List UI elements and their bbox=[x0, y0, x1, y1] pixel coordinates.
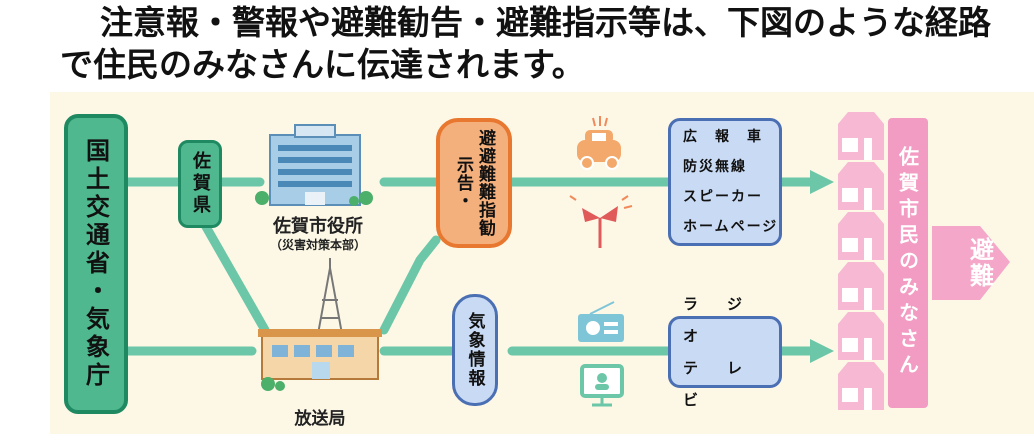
weather-info-box: 気象情報 bbox=[452, 294, 498, 406]
house-icon bbox=[838, 112, 884, 410]
broadcaster-label: 放送局 bbox=[294, 409, 346, 429]
media-bottom-box: ラ ジ オ テ レ ビ bbox=[668, 295, 782, 409]
car-icon bbox=[577, 116, 621, 170]
media-top-item: 防災無線 bbox=[683, 159, 747, 175]
media-top-box: 広 報 車 防災無線 スピーカー ホームページ bbox=[668, 118, 782, 246]
building-icon bbox=[255, 124, 373, 206]
city-office-label: 佐賀市役所 bbox=[273, 216, 363, 237]
broadcaster-building-icon bbox=[258, 329, 382, 391]
tv-icon bbox=[580, 364, 624, 407]
media-top-item: ホームページ bbox=[683, 219, 779, 235]
prefecture-box: 佐賀県 bbox=[178, 140, 222, 228]
tower-icon bbox=[317, 258, 343, 335]
evacuate-arrow-icon bbox=[932, 226, 1010, 300]
source-box: 国土交通省・気象庁 bbox=[64, 114, 128, 414]
weather-info-label: 気象情報 bbox=[464, 312, 485, 388]
page-heading: 注意報・警報や避難勧告・避難指示等は、下図のような経路 で住民のみなさんに伝達さ… bbox=[60, 2, 1020, 86]
city-office-sublabel: （災害対策本部） bbox=[269, 238, 366, 252]
residents-box: 佐賀市民のみなさん bbox=[888, 118, 928, 408]
media-top-item: 広 報 車 bbox=[683, 129, 763, 145]
evacuate-label-box: 避難 bbox=[956, 226, 1004, 300]
evacuate-label: 避難 bbox=[965, 237, 994, 289]
radio-icon bbox=[578, 301, 624, 342]
siren-icon bbox=[569, 195, 633, 248]
media-top-item: スピーカー bbox=[683, 189, 763, 205]
evacuation-advice-box: 避避難難指勧示告・ bbox=[436, 118, 512, 248]
evacuation-advice-label: 避避難難指勧示告・ bbox=[453, 129, 495, 237]
media-bottom-item: テ レ ビ bbox=[683, 359, 772, 409]
prefecture-label: 佐賀県 bbox=[190, 151, 211, 217]
residents-label: 佐賀市民のみなさん bbox=[895, 146, 920, 380]
media-bottom-item: ラ ジ オ bbox=[683, 295, 772, 345]
heading-line-2: で住民のみなさんに伝達されます。 bbox=[60, 45, 585, 84]
heading-line-1: 注意報・警報や避難勧告・避難指示等は、下図のような経路 bbox=[100, 3, 991, 42]
source-label: 国土交通省・気象庁 bbox=[81, 138, 110, 390]
